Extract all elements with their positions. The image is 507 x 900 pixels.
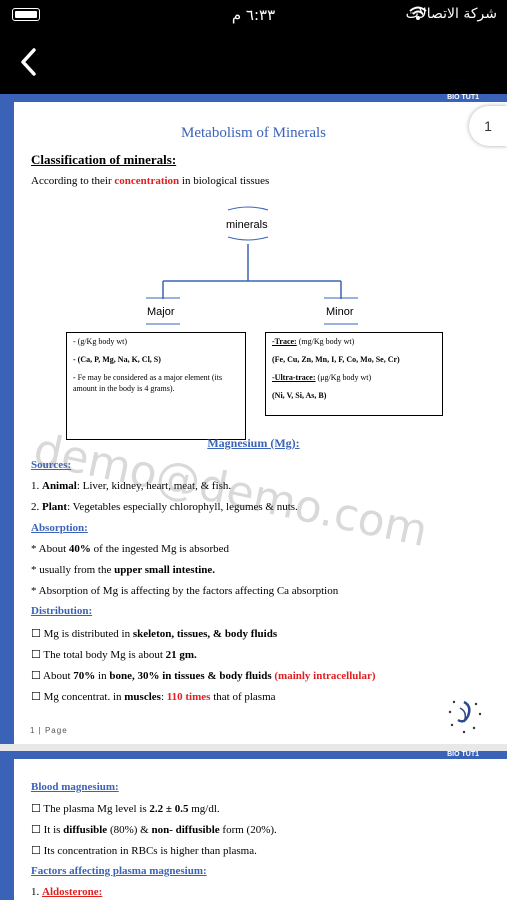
blood-item: ☐ It is diffusible (80%) & non- diffusib… xyxy=(31,824,277,836)
absorption-heading: Absorption: xyxy=(31,522,88,534)
diagram-major: Major xyxy=(147,306,175,318)
page-footer: 1 | Page xyxy=(30,726,68,735)
absorption-item: * usually from the upper small intestine… xyxy=(31,564,216,576)
wifi-icon xyxy=(409,6,427,24)
status-time: ٦:٣٣ م xyxy=(231,6,276,24)
status-bar: ٦:٣٣ م شركة الاتصالات xyxy=(0,0,507,32)
classification-heading: Classification of minerals: xyxy=(31,152,177,167)
trace-label: -Trace: xyxy=(272,337,297,346)
factor-item: 1. Aldosterone: xyxy=(31,886,103,898)
absorption-item: * Absorption of Mg is affecting by the f… xyxy=(31,585,339,597)
page-header-bar xyxy=(14,751,507,759)
major-box: - (g/Kg body wt) - (Ca, P, Mg, Na, K, Cl… xyxy=(66,332,246,440)
ultra-label: -Ultra-trace: xyxy=(272,373,316,382)
magnesium-heading: Magnesium (Mg): xyxy=(207,436,300,450)
major-unit: - (g/Kg body wt) xyxy=(73,337,127,346)
classification-diagram xyxy=(146,206,358,325)
blood-item: ☐ Its concentration in RBCs is higher th… xyxy=(31,845,257,857)
logo-icon xyxy=(442,692,486,741)
intro-post: in biological tissues xyxy=(181,175,270,187)
status-carrier: شركة الاتصالات xyxy=(405,6,497,22)
header-tag: BIO TUT1 xyxy=(447,94,479,101)
page-number-badge[interactable]: 1 xyxy=(469,106,507,146)
diagram-root: minerals xyxy=(226,219,268,231)
pdf-viewer[interactable]: BIO TUT1 1 Metabolism of Minerals Classi… xyxy=(0,94,507,900)
major-note: - Fe may be considered as a major elemen… xyxy=(73,373,223,393)
blood-item: ☐ The plasma Mg level is 2.2 ± 0.5 mg/dl… xyxy=(31,803,220,815)
absorption-item: * About 40% of the ingested Mg is absorb… xyxy=(31,543,229,555)
distribution-item: ☐ The total body Mg is about 21 gm. xyxy=(31,649,197,661)
factors-heading: Factors affecting plasma magnesium: xyxy=(31,865,207,877)
chevron-left-icon xyxy=(21,48,36,76)
intro-pre: According to their xyxy=(31,175,112,187)
ultra-list: (Ni, V, Si, As, B) xyxy=(272,391,327,400)
trace-unit: (mg/Kg body wt) xyxy=(298,337,355,346)
page-side-bar xyxy=(0,751,14,900)
distribution-item: ☐ About 70% in bone, 30% in tissues & bo… xyxy=(31,670,376,682)
document-title: Metabolism of Minerals xyxy=(181,125,326,141)
intro-highlight: concentration xyxy=(114,175,180,187)
source-item: 2. Plant: Vegetables especially chloroph… xyxy=(31,501,298,513)
pdf-page-2: BIO TUT1 Blood magnesium: ☐ The plasma M… xyxy=(0,751,507,900)
header-tag: BIO TUT1 xyxy=(447,751,479,758)
nav-bar xyxy=(0,32,507,94)
diagram-minor: Minor xyxy=(326,306,354,318)
distribution-heading: Distribution: xyxy=(31,605,93,617)
minor-box: -Trace: (mg/Kg body wt) (Fe, Cu, Zn, Mn,… xyxy=(265,332,443,416)
trace-list: (Fe, Cu, Zn, Mn, I, F, Co, Mo, Se, Cr) xyxy=(272,355,400,364)
battery-icon xyxy=(12,8,40,21)
page-header-bar xyxy=(14,94,507,102)
blood-magnesium-heading: Blood magnesium: xyxy=(31,781,119,793)
page-side-bar xyxy=(0,94,14,744)
source-item: 1. Animal: Liver, kidney, heart, meat, &… xyxy=(31,480,232,492)
distribution-item: ☐ Mg concentrat. in muscles: 110 times t… xyxy=(31,691,276,703)
pdf-page-1: BIO TUT1 1 Metabolism of Minerals Classi… xyxy=(0,94,507,744)
sources-heading: Sources: xyxy=(31,459,72,471)
intro-line: According to their concentration in biol… xyxy=(31,175,269,187)
distribution-item: ☐ Mg is distributed in skeleton, tissues… xyxy=(31,628,278,640)
back-button[interactable] xyxy=(10,42,50,82)
major-list: - (Ca, P, Mg, Na, K, Cl, S) xyxy=(73,355,161,364)
ultra-unit: (μg/Kg body wt) xyxy=(317,373,372,382)
